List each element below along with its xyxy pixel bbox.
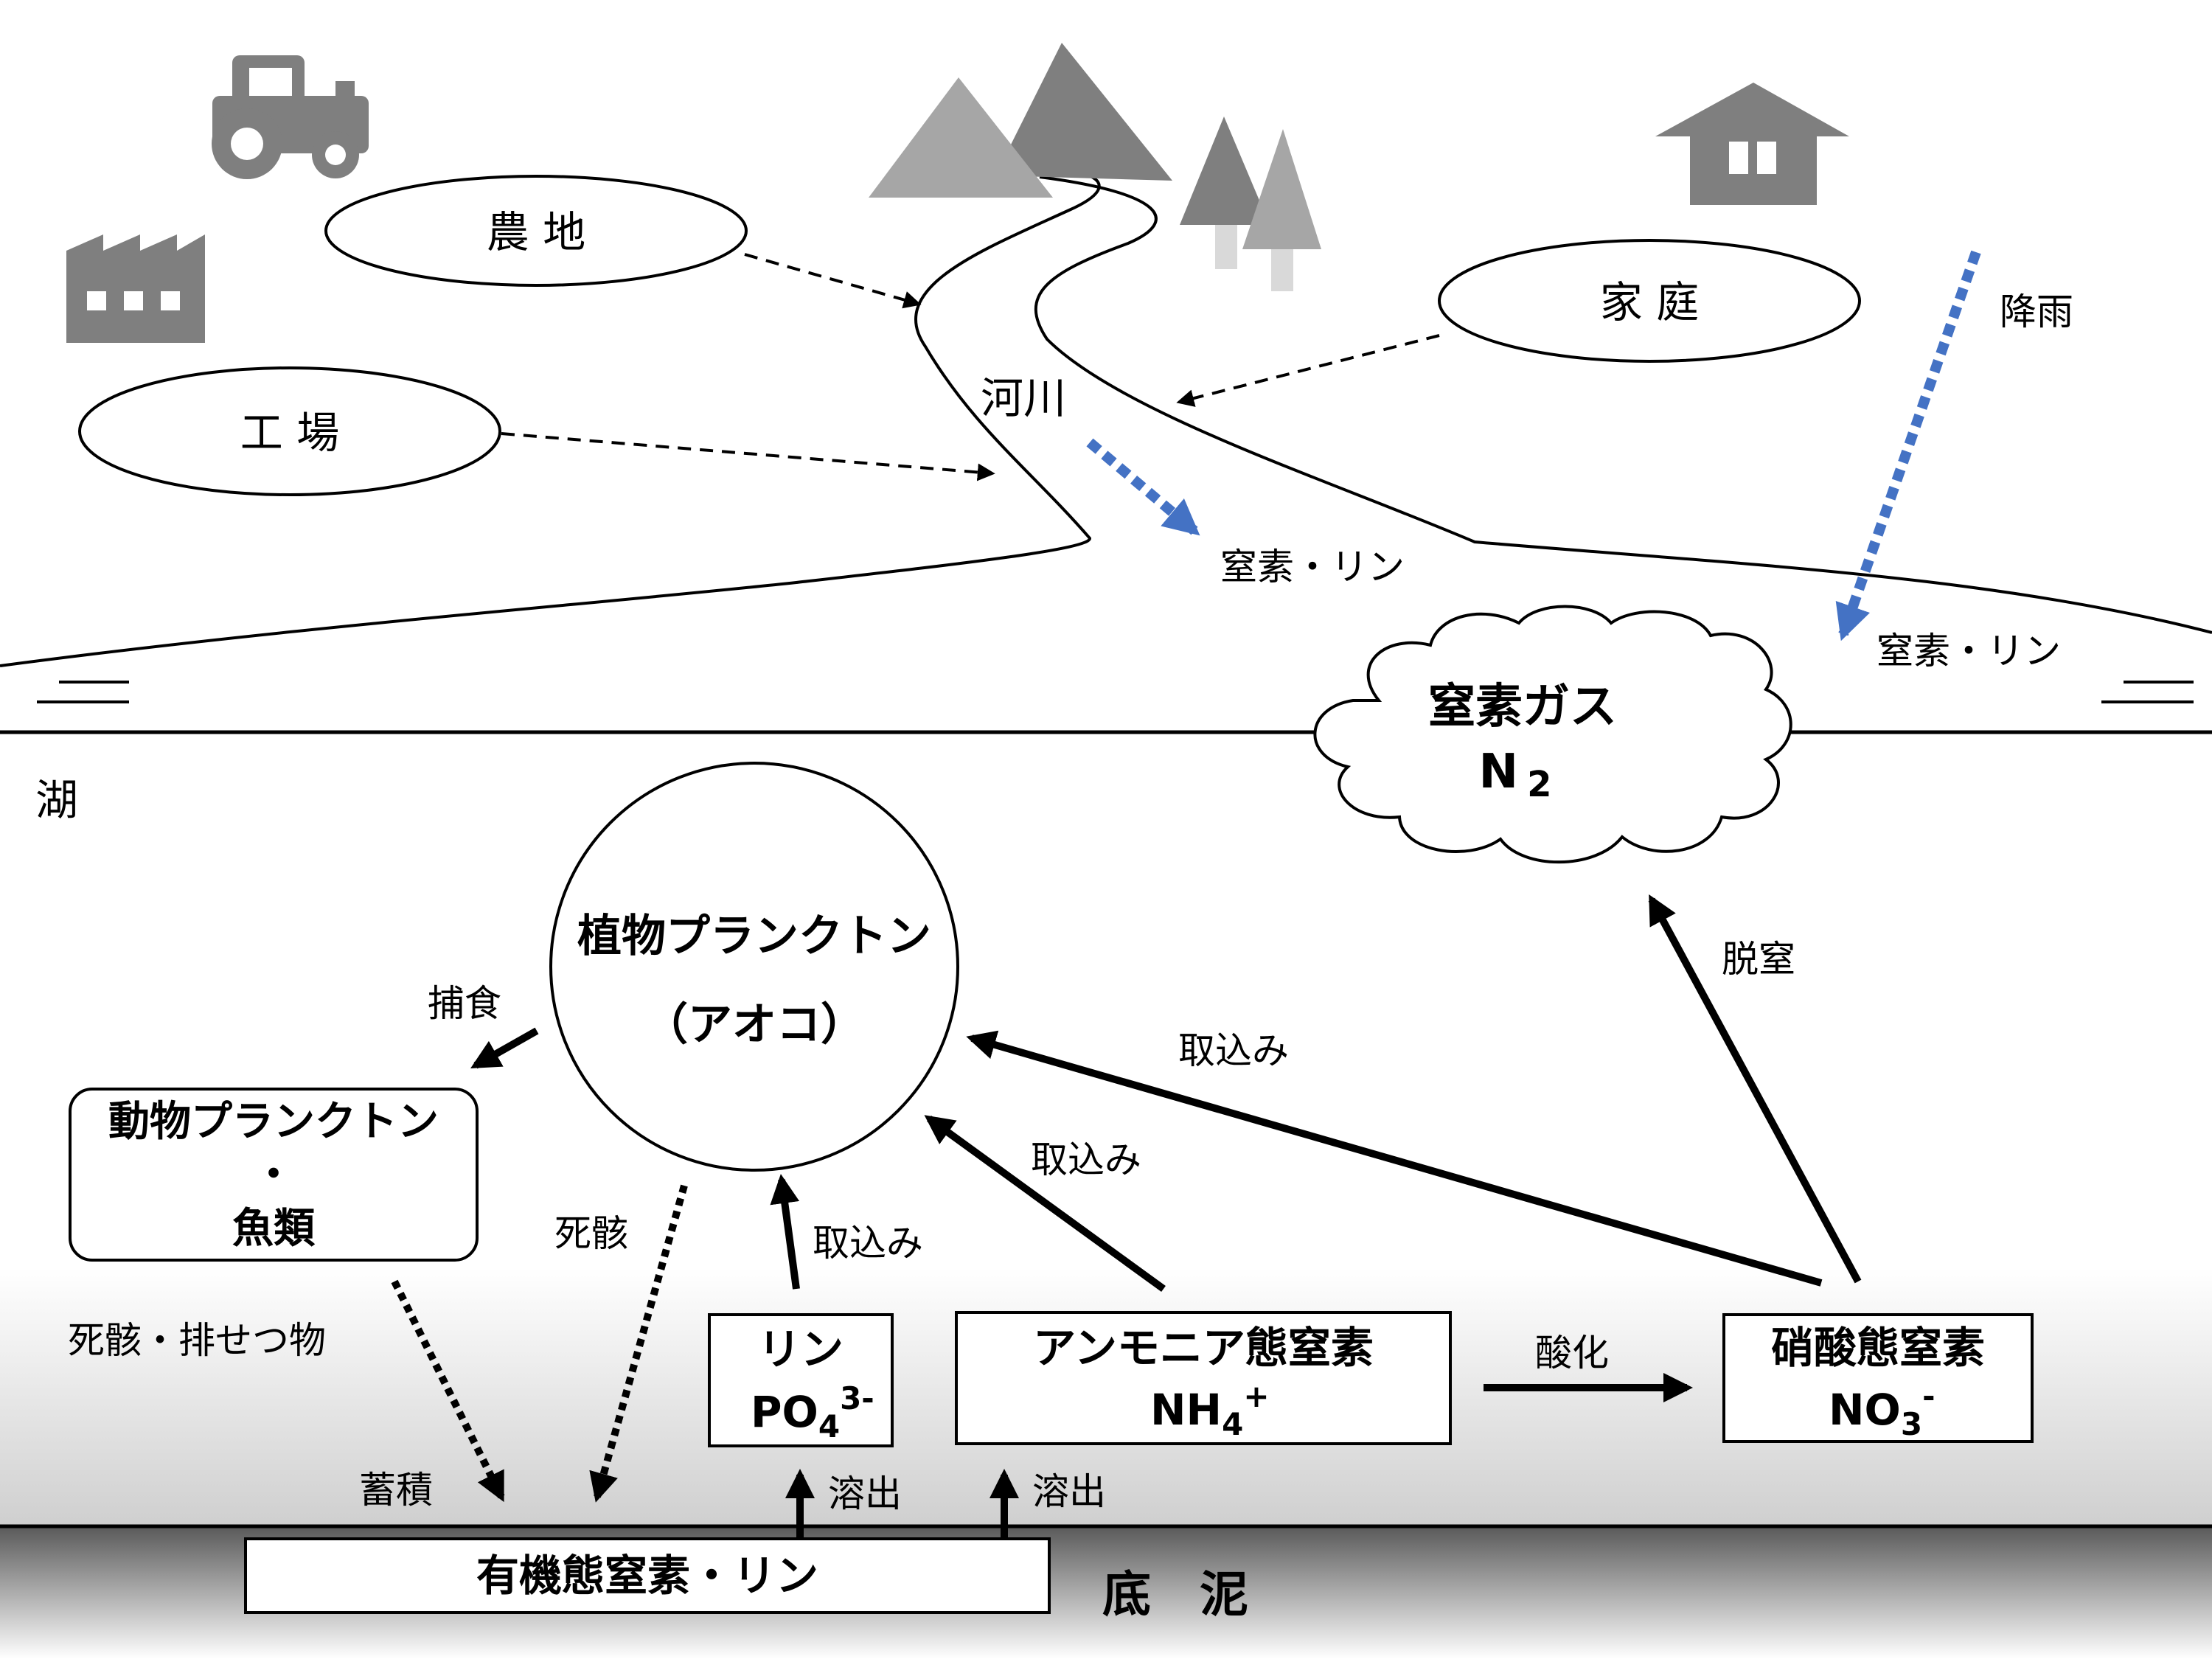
arrow-predation	[470, 1027, 539, 1069]
water-level-symbol-left	[37, 681, 129, 703]
zooplankton-line3: 魚類	[232, 1205, 316, 1253]
household-label: 家 庭	[1600, 277, 1699, 327]
river-label: 河川	[981, 373, 1066, 423]
ammonium-name: アンモニア態窒素	[1033, 1323, 1374, 1373]
farmland-ellipse	[324, 175, 748, 287]
arrow-denitrification	[1648, 894, 1862, 1284]
river-nutrients-label: 窒素・リン	[1220, 546, 1405, 588]
nitrogen-gas-name: 窒素ガス	[1428, 680, 1617, 734]
denitrification-label: 脱窒	[1722, 938, 1795, 981]
arrow-uptake-nitrate	[966, 1030, 1823, 1287]
uptake-phosphorus-label: 取込み	[813, 1222, 923, 1265]
nitrate-name: 硝酸態窒素	[1771, 1323, 1985, 1373]
rain-nutrients-label: 窒素・リン	[1877, 630, 2061, 672]
phosphorus-box	[708, 1313, 894, 1447]
arrow-factory-to-river	[501, 432, 995, 481]
shoreline-left	[0, 168, 1101, 667]
oxidation-label: 酸化	[1535, 1332, 1609, 1374]
arrow-rain	[1835, 250, 1981, 641]
arrow-river-nutrients	[1086, 438, 1200, 536]
organic-name: 有機態窒素・リン	[476, 1551, 818, 1601]
elution-ammonium-label: 溶出	[1032, 1470, 1106, 1513]
zooplankton-box	[69, 1088, 479, 1262]
elution-phosphorus-label: 溶出	[828, 1472, 902, 1515]
lake-label: 湖	[35, 775, 78, 825]
arrow-farmland-to-river	[744, 253, 922, 309]
sediment-label: 底 泥	[1102, 1566, 1248, 1623]
phosphorus-formula: PO43-	[751, 1380, 874, 1444]
remains-excreta-label: 死骸・排せつ物	[68, 1319, 326, 1362]
ammonium-box	[955, 1311, 1452, 1445]
remains-phytoplankton-label: 死骸	[554, 1212, 628, 1255]
tree-icon	[1180, 116, 1270, 269]
mountain-icon	[869, 77, 1053, 198]
arrow-remains-excreta	[391, 1279, 505, 1503]
water-level-symbol-right	[2101, 681, 2194, 703]
tree-icon	[1242, 129, 1321, 291]
predation-label: 捕食	[428, 982, 501, 1025]
nitrate-box	[1722, 1313, 2034, 1443]
tractor-icon	[212, 55, 369, 179]
shoreline-right	[1034, 175, 2212, 634]
rain-label: 降雨	[2000, 291, 2073, 333]
uptake-nitrate-label: 取込み	[1178, 1029, 1289, 1072]
zooplankton-line2: ・	[253, 1151, 294, 1199]
phytoplankton-circle	[549, 762, 959, 1172]
arrow-uptake-ammonium	[924, 1115, 1166, 1293]
ammonium-formula: NH4+	[1150, 1378, 1270, 1442]
factory-icon	[66, 234, 205, 343]
organic-box	[244, 1537, 1051, 1614]
house-icon	[1655, 83, 1849, 205]
arrow-household-to-river	[1176, 334, 1440, 407]
uptake-ammonium-label: 取込み	[1031, 1138, 1141, 1181]
phosphorus-name: リン	[758, 1324, 844, 1374]
mountain-icon	[995, 43, 1172, 181]
nitrate-formula: NO3-	[1829, 1378, 1935, 1442]
arrow-remains-phytoplankton	[589, 1184, 688, 1503]
zooplankton-line1: 動物プランクトン	[108, 1098, 439, 1146]
phytoplankton-alias: （アオコ）	[644, 999, 865, 1051]
farmland-label: 農 地	[487, 207, 585, 257]
accumulation-label: 蓄積	[359, 1469, 433, 1512]
household-ellipse	[1438, 239, 1861, 363]
factory-ellipse	[78, 366, 501, 496]
nitrogen-gas-cloud	[1313, 605, 1792, 864]
factory-label: 工 場	[240, 408, 339, 458]
arrow-uptake-phosphorus	[770, 1174, 800, 1290]
phytoplankton-name: 植物プランクトン	[577, 911, 931, 962]
